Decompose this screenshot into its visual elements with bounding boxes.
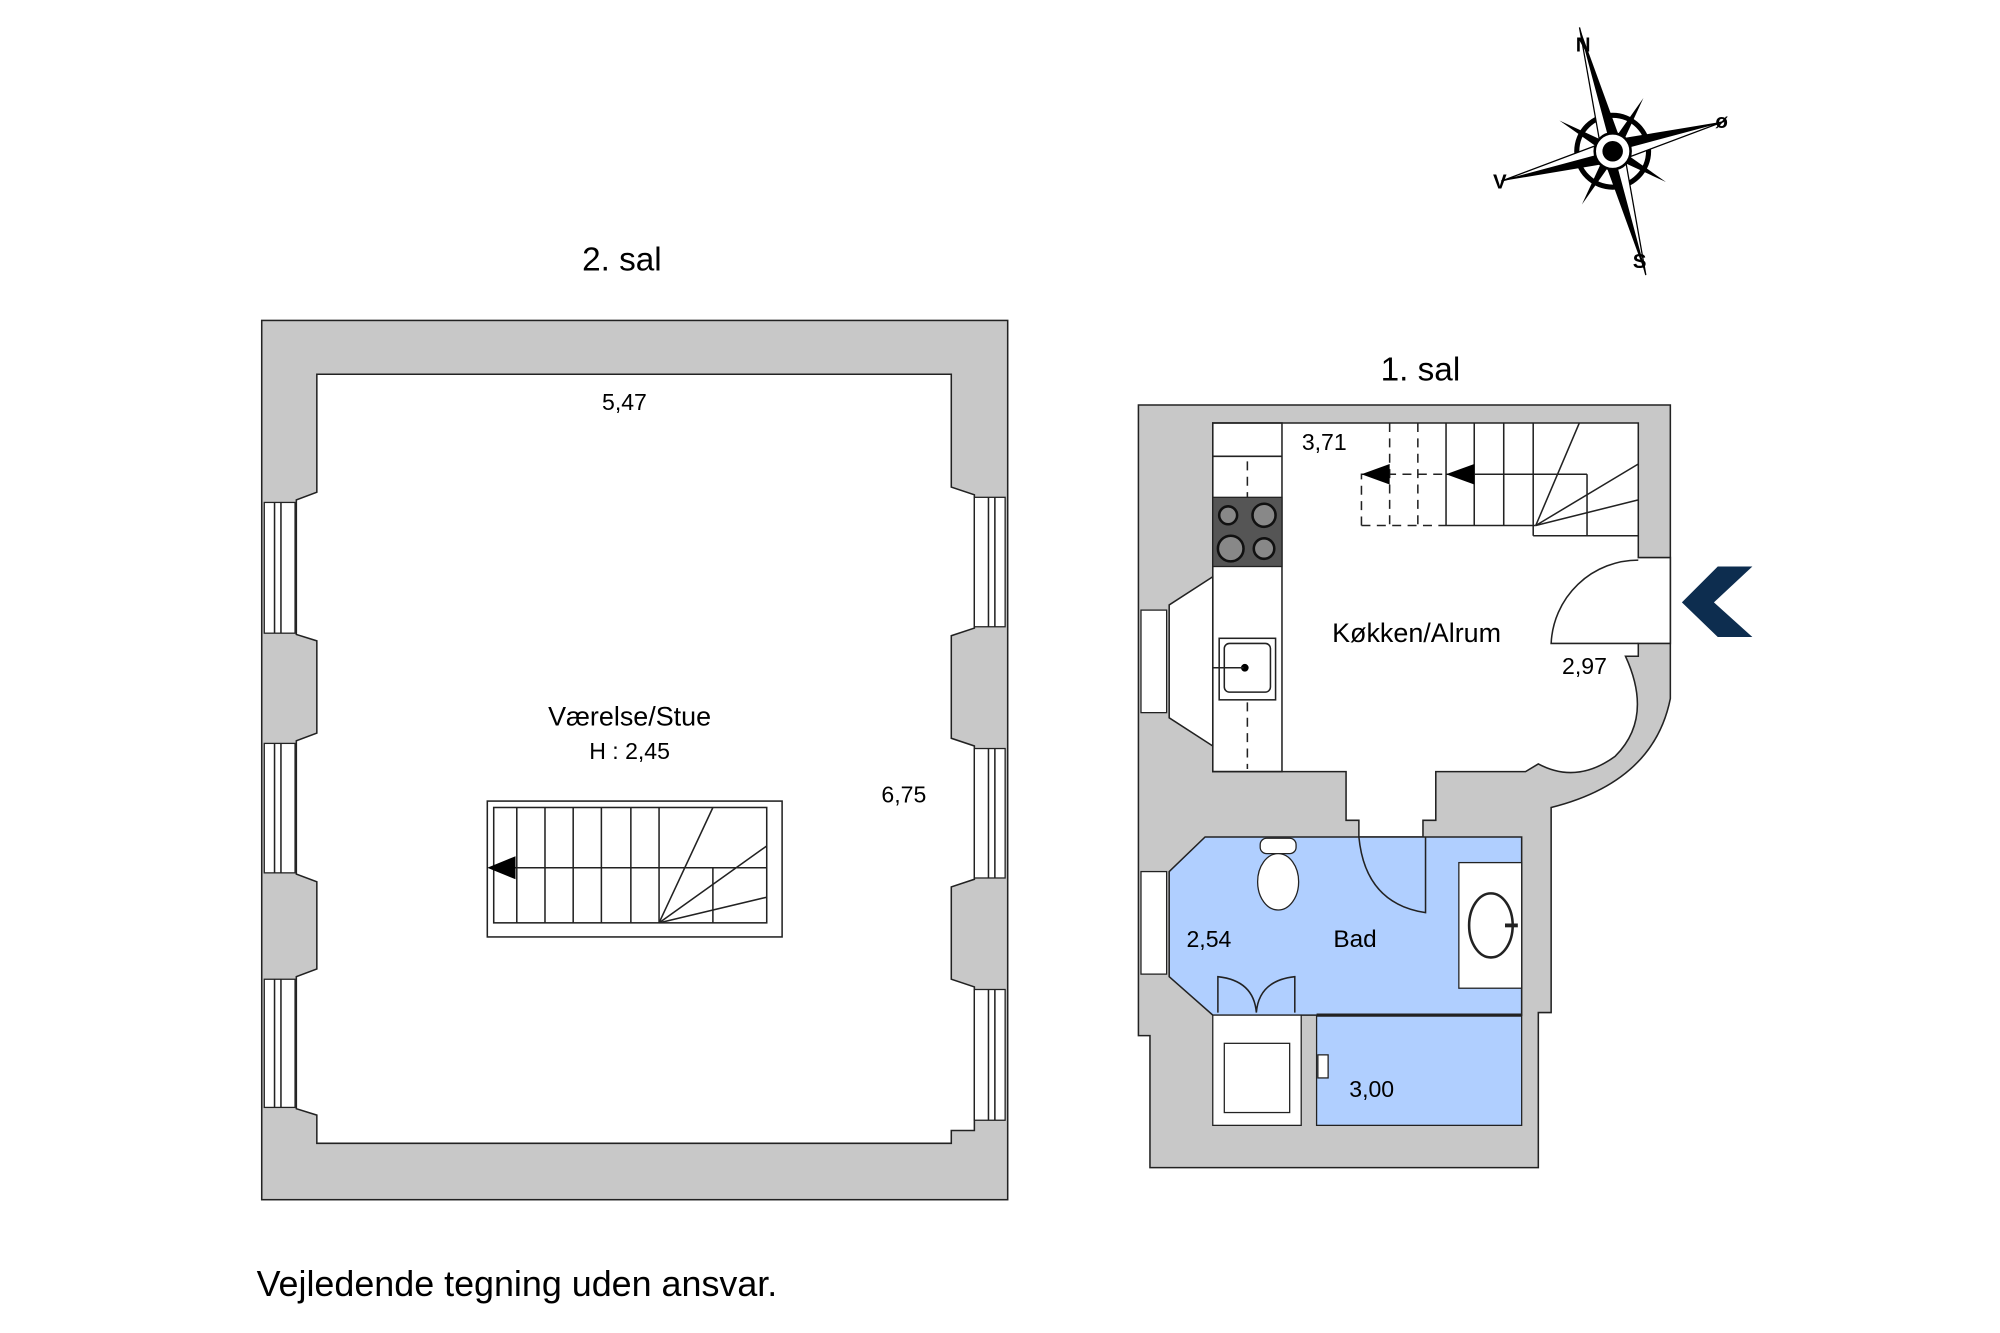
shower [1315, 1014, 1523, 1127]
compass-south: S [1633, 250, 1647, 273]
stair-arrow-icon [1361, 463, 1390, 485]
bathroom-door[interactable] [1358, 836, 1427, 914]
floor-1-title: 1. sal [1381, 352, 1461, 389]
stair-arrow-icon [1446, 463, 1475, 485]
room-label-kitchen: Køkken/Alrum [1332, 618, 1501, 648]
washbasin-icon [1458, 861, 1523, 989]
dimension-kitchen-length: 2,97 [1562, 653, 1607, 679]
window [1140, 870, 1168, 975]
floor-1-plan: 1. sal [1137, 352, 1753, 1169]
entrance-arrow-icon [1681, 566, 1753, 638]
dimension-kitchen-width: 3,71 [1302, 429, 1347, 455]
compass-rose-icon: N ø V S [1493, 27, 1728, 276]
dimension-width: 5,47 [602, 389, 647, 415]
sink-icon [1218, 637, 1277, 701]
window [1140, 609, 1168, 714]
entrance-door[interactable] [1550, 559, 1639, 645]
cabinet-doors [1217, 975, 1296, 1013]
dimension-bath-width: 2,54 [1186, 926, 1231, 952]
stair-direction-arrow-icon [487, 856, 516, 880]
room-koekken-alrum [1211, 422, 1672, 838]
compass-west: V [1493, 170, 1507, 193]
room-height: H : 2,45 [589, 738, 670, 764]
floor-2-plan: 2. sal 5,47 Værelse/Stue H : 2,45 6,75 [260, 241, 1009, 1201]
windows [263, 496, 1006, 1121]
room-vaerelse-stue [295, 373, 976, 1145]
kitchen-counter [1211, 422, 1283, 773]
dimension-length: 6,75 [881, 781, 926, 807]
shower-tap-icon [1317, 1054, 1329, 1079]
toilet-icon [1256, 837, 1300, 911]
disclaimer: Vejledende tegning uden ansvar. [257, 1264, 778, 1304]
compass-north: N [1576, 33, 1591, 56]
window-recess [1168, 575, 1214, 748]
dimension-bath-length: 3,00 [1349, 1076, 1394, 1102]
staircase [1360, 422, 1639, 537]
room-label-bad: Bad [1333, 926, 1376, 953]
floor-2-title: 2. sal [582, 241, 662, 278]
room-label: Værelse/Stue [548, 701, 711, 731]
staircase [486, 800, 783, 938]
compass-east: ø [1715, 110, 1728, 133]
